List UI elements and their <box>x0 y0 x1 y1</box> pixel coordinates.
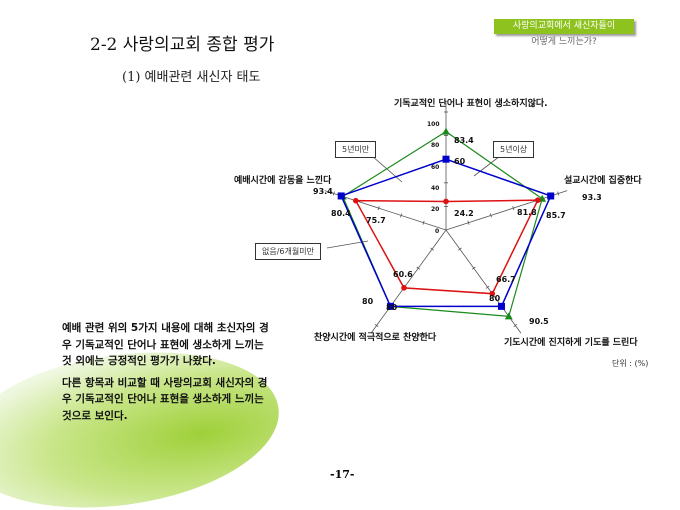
axis-tick <box>467 220 470 225</box>
data-point-circle <box>401 285 407 291</box>
axis-line <box>445 190 568 231</box>
axis-label-left: 예배시간에 감동을 느낀다 <box>234 176 332 186</box>
data-point-square <box>497 302 505 310</box>
axis-tick <box>471 266 476 270</box>
axis-tick <box>332 191 335 196</box>
axis-tick <box>557 191 560 196</box>
data-point-circle <box>534 197 541 203</box>
tick-label: 60 <box>431 164 440 171</box>
axis-tick <box>485 285 490 289</box>
data-point-square <box>387 302 395 310</box>
summary-paragraph-2: 다른 항목과 비교할 때 사랑의교회 새신자의 경우 기독교적인 단어나 표현을… <box>62 376 268 422</box>
axis-tick <box>489 213 492 218</box>
data-point-circle <box>489 290 496 297</box>
axis-tick <box>374 323 379 327</box>
page-title: 2-2 사랑의교회 종합 평가 <box>90 35 275 55</box>
section-badge: 사랑의교회에서 새신자들이 <box>494 19 634 34</box>
tick-label: 80 <box>431 142 440 149</box>
page-number: -17- <box>330 468 355 481</box>
tick-label: 40 <box>431 185 440 192</box>
axis-tick <box>512 206 515 211</box>
legend-none-under-6-months: 없음/6개월미만 <box>255 243 321 260</box>
axis-label-top: 기독교적인 단어나 표현이 생소하지않다. <box>394 99 548 109</box>
data-point-triangle <box>504 312 513 320</box>
data-label: 80 <box>362 297 374 306</box>
tick-label: 0 <box>435 228 440 235</box>
data-label: 90.5 <box>529 317 549 326</box>
data-point-square <box>337 192 345 200</box>
data-point-circle <box>352 197 359 204</box>
data-label: 93.3 <box>582 193 602 202</box>
axis-tick <box>458 247 462 251</box>
data-label: 66.7 <box>496 275 516 284</box>
axis-tick <box>377 206 380 211</box>
axis-label-right: 설교시간에 집중한다 <box>564 176 642 186</box>
legend-under-5-years: 5년미만 <box>335 141 377 158</box>
data-label: 80 <box>489 294 501 303</box>
tick-label: 100 <box>427 121 440 128</box>
data-point-square <box>442 155 450 163</box>
data-label: 80.4 <box>331 209 351 218</box>
data-label: 24.2 <box>454 209 474 218</box>
data-label: 93.4 <box>313 187 333 196</box>
data-label: 80 <box>386 303 398 312</box>
legend-leader-line <box>473 155 501 177</box>
axis-tick <box>416 266 421 270</box>
series-line-2 <box>354 199 540 295</box>
summary-paragraph-1: 예배 관련 위의 5가지 내용에 대해 초신자의 경우 기독교적인 단어나 표현… <box>62 322 269 367</box>
data-label: 60.6 <box>393 270 413 279</box>
axis-label-bottom-right: 기도시간에 진지하게 기도를 드린다 <box>504 338 638 348</box>
data-label: 75.7 <box>366 216 386 225</box>
data-point-triangle <box>442 127 450 135</box>
axis-line <box>370 229 447 334</box>
tick-label: 20 <box>431 206 440 213</box>
data-label: 60 <box>454 157 466 166</box>
series-line-0 <box>340 158 552 308</box>
axis-tick <box>513 323 518 327</box>
data-label: 85.7 <box>546 211 566 220</box>
section-badge-sub: 어떻게 느끼는가? <box>531 37 597 47</box>
data-point-circle <box>443 198 449 205</box>
legend-over-5-years: 5년이상 <box>493 141 535 158</box>
axis-tick <box>430 247 434 251</box>
unit-label: 단위 : (%) <box>612 359 649 368</box>
data-label: 81.8 <box>517 208 537 217</box>
summary-notes: 예배 관련 위의 5가지 내용에 대해 초신자의 경우 기독교적인 단어나 표현… <box>62 320 277 429</box>
axis-label-bottom-left: 찬양시간에 적극적으로 찬양한다 <box>314 333 437 343</box>
axis-tick <box>400 213 403 218</box>
data-label: 83.4 <box>454 136 474 145</box>
data-point-square <box>547 192 555 200</box>
axis-tick <box>422 220 425 225</box>
section-subtitle: (1) 예배관련 새신자 태도 <box>122 70 261 85</box>
